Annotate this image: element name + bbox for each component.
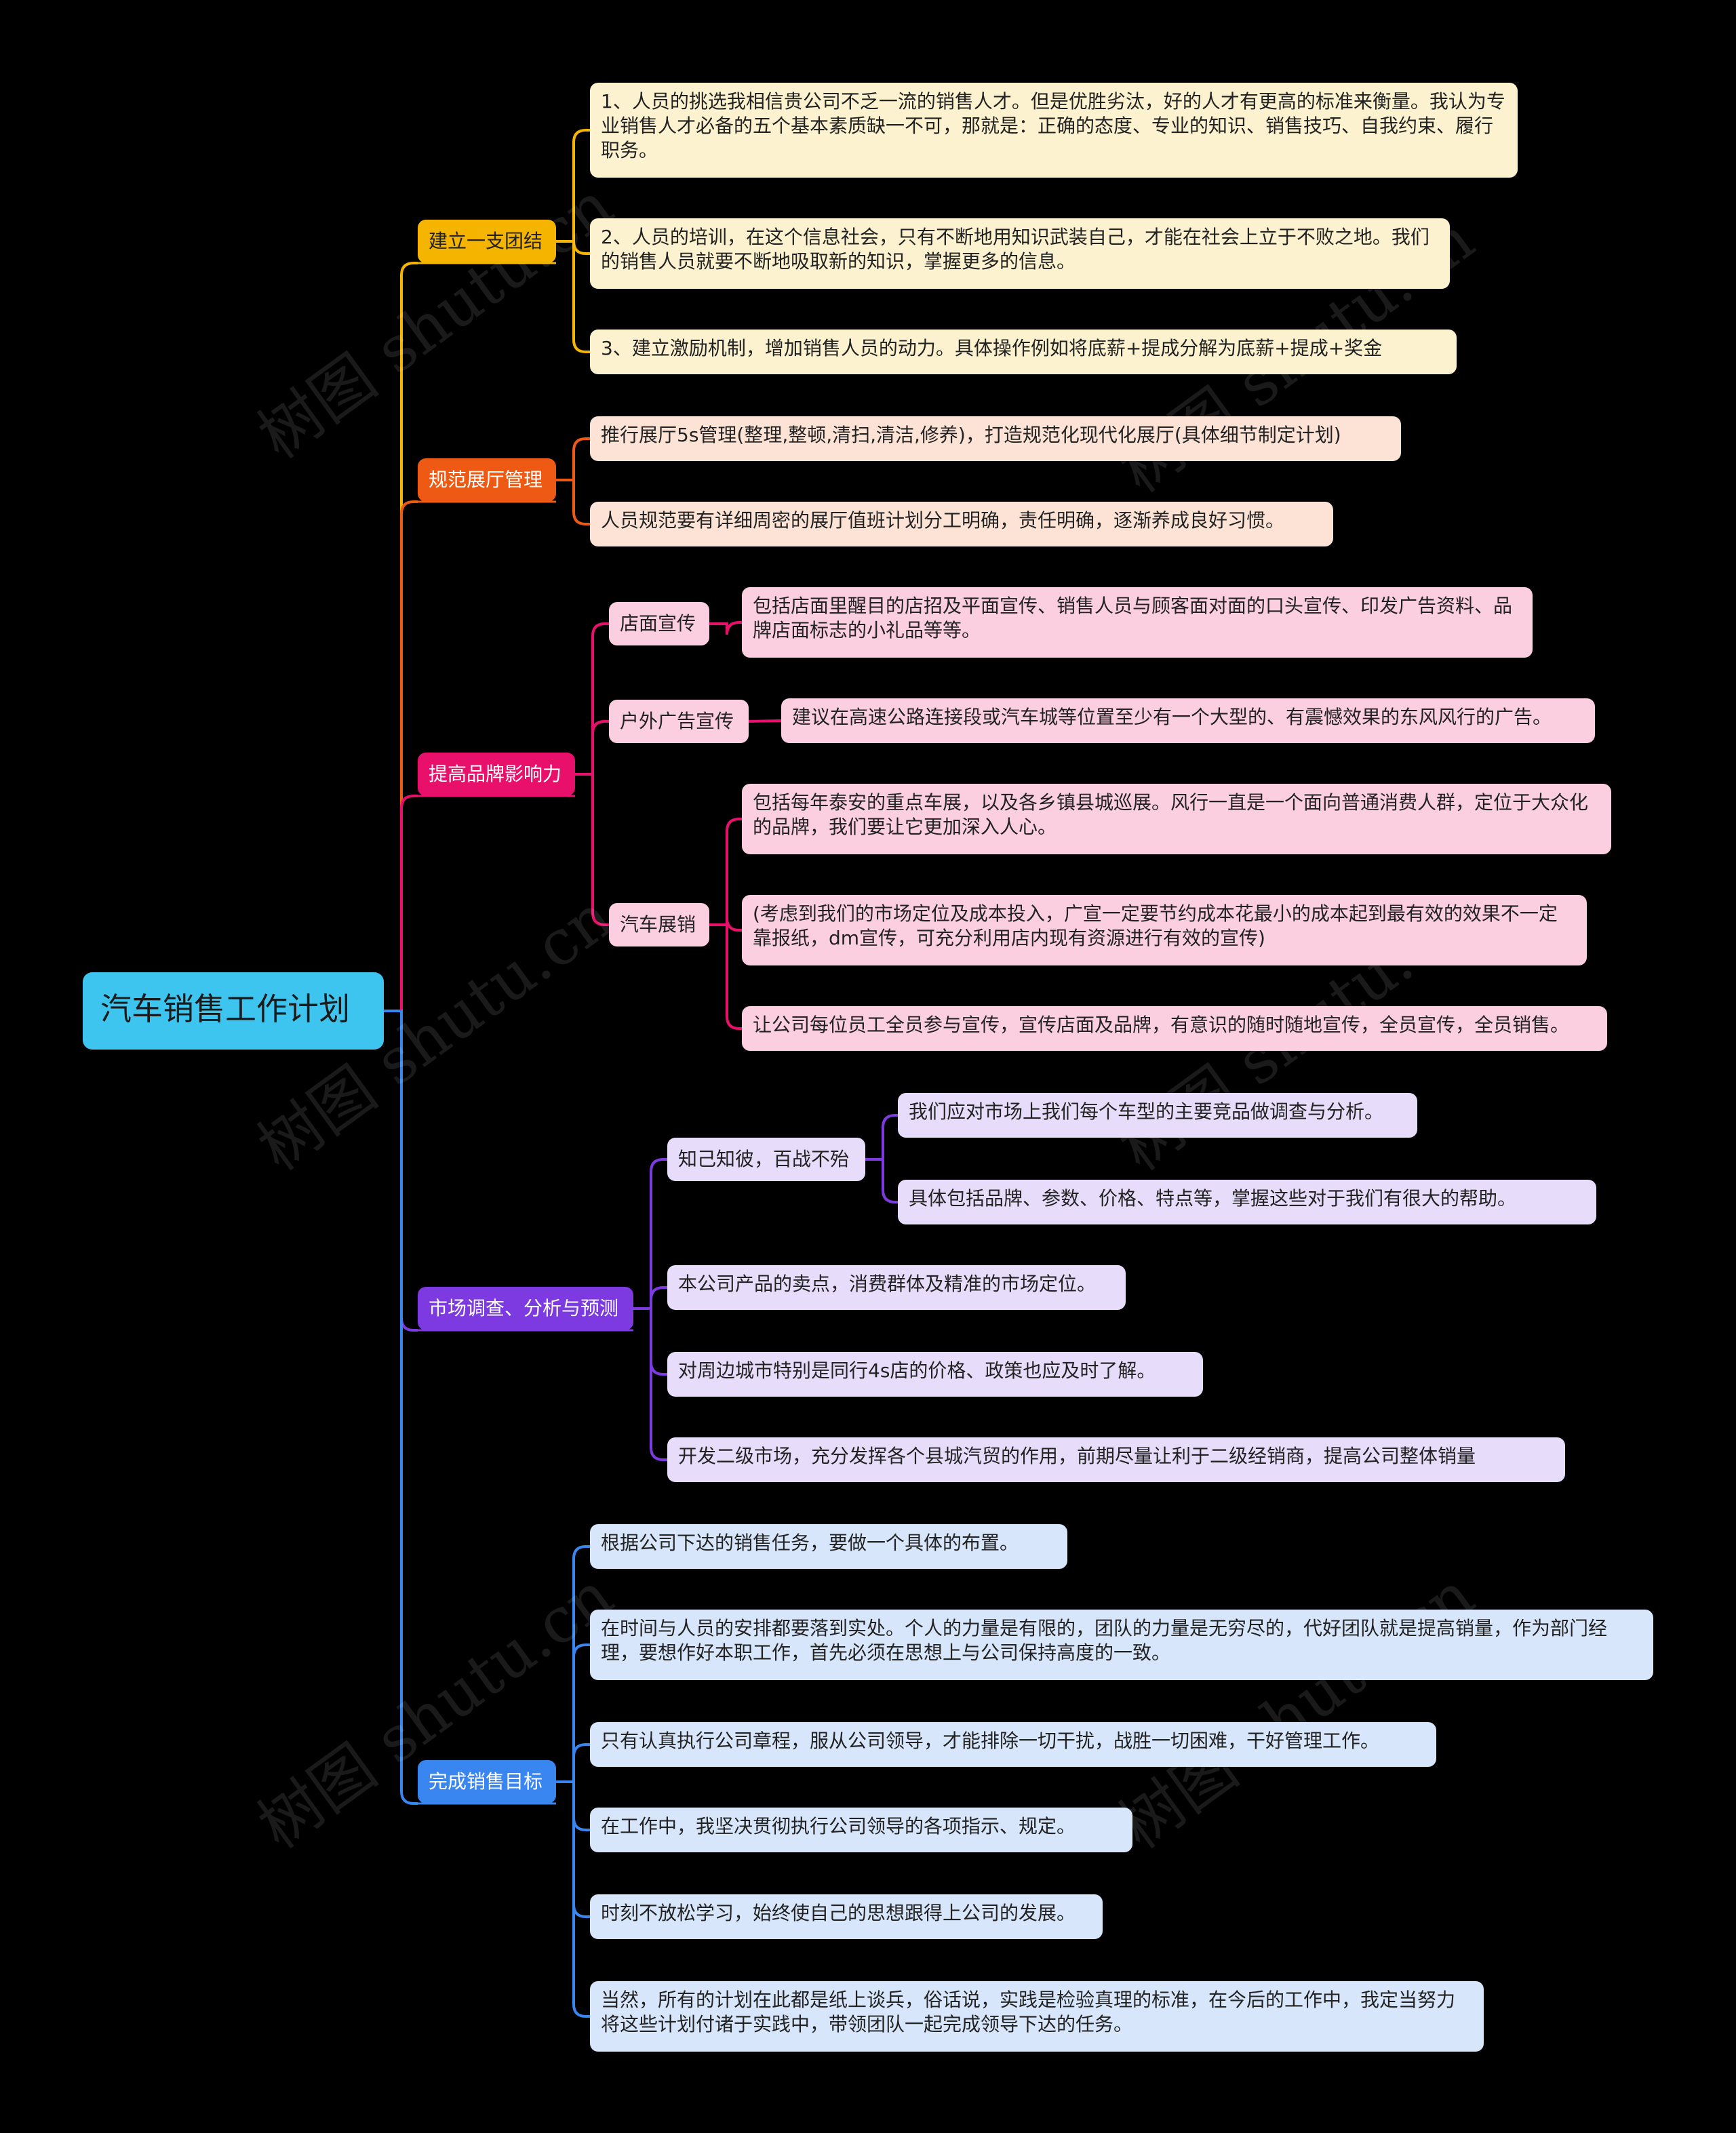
connector-line [556,1643,590,1783]
connector-line [384,1010,418,1805]
branch-sales-target[interactable]: 完成销售目标 [418,1760,556,1803]
connector-line [575,720,609,776]
connector-line [709,923,742,1030]
connector-line [575,622,609,776]
connector-line [709,818,742,926]
connector-line [384,500,418,1012]
connector-line [709,621,742,635]
connector-line [556,1743,590,1783]
market-item[interactable]: 本公司产品的卖点，消费群体及精准的市场定位。 [667,1265,1126,1310]
auto-show-item[interactable]: 包括每年泰安的重点车展，以及各乡镇县城巡展。风行一直是一个面向普通消费人群，定位… [742,784,1611,854]
sub-know-yourself[interactable]: 知己知彼，百战不殆 [667,1138,865,1181]
connector-line [709,917,742,932]
branch-brand-influence[interactable]: 提高品牌影响力 [418,753,575,796]
auto-show-item[interactable]: 让公司每位员工全员参与宣传，宣传店面及品牌，有意识的随时随地宣传，全员宣传，全员… [742,1006,1607,1051]
auto-show-item[interactable]: (考虑到我们的市场定位及成本投入，广宣一定要节约成本花最小的成本起到最有效的效果… [742,895,1587,965]
sales-target-item[interactable]: 当然，所有的计划在此都是纸上谈兵，俗话说，实践是检验真理的标准，在今后的工作中，… [590,1981,1484,2052]
connector-line [633,1158,667,1310]
market-item[interactable]: 开发二级市场，充分发挥各个县城汽贸的作用，前期尽量让利于二级经销商，提高公司整体… [667,1437,1565,1482]
root-topic[interactable]: 汽车销售工作计划 [83,972,384,1050]
connector-line [633,1307,667,1461]
sub-outdoor-advertising[interactable]: 户外广告宣传 [609,700,749,743]
connector-line [633,1286,667,1310]
showroom-item[interactable]: 推行展厅5s管理(整理,整顿,清扫,清洁,修养)，打造规范化现代化展厅(具体细节… [590,416,1401,461]
branch-market-research[interactable]: 市场调查、分析与预测 [418,1287,633,1330]
connector-line [556,437,590,481]
connector-line [556,129,590,243]
sub-store-promotion[interactable]: 店面宣传 [609,602,709,645]
connector-line [575,773,609,926]
connector-line [384,262,418,1012]
know-yourself-item[interactable]: 具体包括品牌、参数、价格、特点等，掌握这些对于我们有很大的帮助。 [898,1180,1596,1224]
sales-target-item[interactable]: 根据公司下达的销售任务，要做一个具体的布置。 [590,1524,1067,1569]
branch-team-building[interactable]: 建立一支团结 [418,220,556,263]
outdoor-advertising-item[interactable]: 建议在高速公路连接段或汽车城等位置至少有一个大型的、有震憾效果的东风风行的广告。 [781,698,1595,743]
sales-target-item[interactable]: 在时间与人员的安排都要落到实处。个人的力量是有限的，团队的力量是无穷尽的，代好团… [590,1610,1653,1680]
connector-line [556,479,590,525]
team-item[interactable]: 1、人员的挑选我相信贵公司不乏一流的销售人才。但是优胜劣汰，好的人才有更高的标准… [590,83,1518,178]
connector-line [556,240,590,353]
branch-showroom-management[interactable]: 规范展厅管理 [418,458,556,502]
sub-auto-show[interactable]: 汽车展销 [609,903,709,946]
know-yourself-item[interactable]: 我们应对市场上我们每个车型的主要竞品做调查与分析。 [898,1093,1417,1138]
showroom-item[interactable]: 人员规范要有详细周密的展厅值班计划分工明确，责任明确，逐渐养成良好习惯。 [590,502,1333,546]
connector-line [556,1545,590,1783]
market-item[interactable]: 对周边城市特别是同行4s店的价格、政策也应及时了解。 [667,1352,1203,1397]
sales-target-item[interactable]: 只有认真执行公司章程，服从公司领导，才能排除一切干扰，战胜一切困难，干好管理工作… [590,1722,1436,1767]
connector-line [556,1780,590,2018]
connector-line [384,795,418,1012]
sales-target-item[interactable]: 在工作中，我坚决贯彻执行公司领导的各项指示、规定。 [590,1808,1132,1852]
connector-line [865,1114,898,1161]
connector-line [865,1158,898,1203]
sales-target-item[interactable]: 时刻不放松学习，始终使自己的思想跟得上公司的发展。 [590,1894,1103,1939]
store-promotion-item[interactable]: 包括店面里醒目的店招及平面宣传、销售人员与顾客面对面的口头宣传、印发广告资料、品… [742,587,1533,658]
team-item[interactable]: 2、人员的培训，在这个信息社会，只有不断地用知识武装自己，才能在社会上立于不败之… [590,218,1450,289]
team-item[interactable]: 3、建立激励机制，增加销售人员的动力。具体操作例如将底薪+提成分解为底薪+提成+… [590,330,1457,374]
